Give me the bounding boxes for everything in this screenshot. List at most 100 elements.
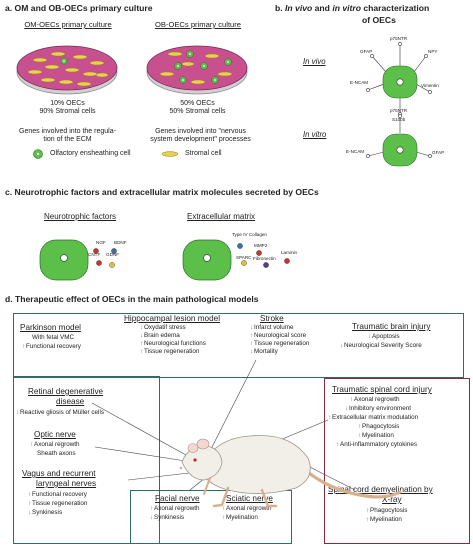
sparc-label: SPARC	[236, 255, 252, 260]
culture-dishes	[16, 45, 248, 95]
demyelination-item-1: ↑Phagocytosis	[366, 507, 408, 514]
vagus-item-3: ↓Synkinesis	[28, 509, 63, 516]
ngf-dot	[93, 248, 99, 254]
vagus-item-2: ↑Tissue regeneration	[28, 500, 88, 507]
demyelination-title-line2: X-ray	[382, 495, 402, 504]
tsci-item-4: ↑Phagocytosis	[358, 423, 400, 430]
vagus-item-1: ↑Functional recovery	[28, 491, 87, 498]
sciatic-item-2: ↑Myelination	[222, 514, 258, 521]
sciatic-title: Sciatic nerve	[226, 494, 273, 503]
stroke-item-3: ↑Tissue regeneration	[250, 340, 310, 347]
oec-marker-diagrams	[366, 42, 432, 167]
vagus-title-line2: laryngeal nerves	[36, 479, 97, 488]
tsci-item-3: ↑Extracellular matrix modulation	[328, 414, 419, 421]
ngf-label: NGF	[96, 240, 106, 245]
stromal-legend-icon	[161, 151, 179, 157]
vivo-marker-p75ntr: p75NTR	[390, 36, 408, 41]
cntf-dot	[96, 260, 102, 266]
optic-item-1: ↑Axonal regrowth	[30, 441, 80, 448]
in-vitro-oec-cell	[366, 114, 432, 167]
vivo-marker-vimentin: Vimentin	[421, 83, 439, 88]
tbi-item-2: ↓Neurological Severity Score	[340, 342, 422, 349]
section-b-title-mid: and	[312, 3, 333, 13]
sparc-dot	[241, 260, 247, 266]
in-vitro-label: In vitro	[303, 130, 327, 139]
vitro-marker-p75ntr: p75NTR	[390, 108, 408, 113]
stroke-item-1: ↓Infarct volume	[250, 324, 294, 331]
parkinson-item-2: ↑Functional recovery	[22, 343, 81, 350]
section-b-title: b. In vivo and in vitro characterization	[275, 3, 429, 13]
stroke-item-4: ↓Mortality	[250, 348, 278, 355]
ob-culture-dish	[146, 45, 248, 95]
hippocampal-item-3: ↑Neurological functions	[140, 340, 206, 347]
ob-pct-oecs: 50% OECs	[180, 100, 215, 107]
neurotrophic-oec-cell	[39, 239, 89, 281]
section-c-title: c. Neurotrophic factors and extracellula…	[5, 187, 319, 197]
mmp2-label: MMP2	[254, 243, 268, 248]
vivo-marker-npy: NPY	[428, 49, 438, 54]
facial-item-1: ↑Axonal regrowth	[150, 505, 200, 512]
section-b-title-post: characterization	[360, 3, 430, 13]
retinal-title-line1: Retinal degenerative	[28, 387, 104, 396]
hippocampal-item-2: ↓Brain edema	[140, 332, 180, 339]
section-d-title: d. Therapeutic effect of OECs in the mai…	[5, 294, 259, 304]
facial-item-2: ↓Synkinesis	[150, 514, 185, 521]
tsci-item-2: ↓Inhibitory environment	[345, 405, 411, 412]
vagus-title-line1: Vagus and recurrent	[22, 469, 96, 478]
ecm-oec-cell	[182, 239, 232, 281]
cntf-label: CNTF	[88, 252, 101, 257]
section-b-title-line2: of OECs	[362, 15, 396, 25]
laminin-label: Laminin	[281, 250, 298, 255]
stroke-title: Stroke	[260, 314, 284, 323]
om-culture-title: OM-OECs primary culture	[24, 20, 112, 29]
oec-legend-icon	[33, 149, 43, 159]
vivo-marker-s100b: S100b	[392, 117, 406, 122]
parkinson-title: Parkinson model	[20, 323, 81, 332]
gdnf-dot	[109, 262, 115, 268]
tsci-item-6: ↑Anti-inflammatory cytokines	[336, 441, 417, 448]
collagen-label: Type IV Collagen	[232, 232, 267, 237]
om-culture-dish	[16, 45, 118, 95]
gdnf-label: GDNF	[106, 252, 120, 257]
optic-item-2: Sheath axons	[37, 450, 76, 457]
ob-pct-stromal: 50% Stromal cells	[169, 108, 226, 115]
optic-title: Optic nerve	[34, 430, 76, 439]
vitro-marker-gfap: GFAP	[432, 150, 445, 155]
ob-genes-line2: system development" processes	[150, 136, 251, 143]
section-b-title-pre: b.	[275, 3, 286, 13]
tsci-item-1: ↑Axonal regrowth	[350, 396, 400, 403]
collagen-dot	[237, 243, 243, 249]
fibronectin-dot	[263, 262, 269, 268]
om-genes-line1: Genes involved into the regula-	[19, 128, 116, 135]
section-b-title-vivo: In vivo	[285, 3, 313, 13]
parkinson-item-1: With fetal VMC	[32, 334, 74, 341]
retinal-title-line2: disease	[56, 397, 85, 406]
mmp2-dot	[256, 250, 262, 256]
vitro-marker-encam: E-NCAM	[346, 149, 365, 154]
tsci-item-5: ↑Myelination	[358, 432, 394, 439]
spinal-models-box	[324, 378, 470, 544]
vivo-marker-encam: E-NCAM	[350, 80, 369, 85]
tbi-item-1: ↓Apoptosis	[368, 333, 400, 340]
bdnf-label: BDNF	[114, 240, 127, 245]
extracellular-matrix-title: Extracellular matrix	[187, 212, 256, 221]
secreted-molecules-diagram	[39, 239, 290, 281]
neurotrophic-factors-title: Neurotrophic factors	[44, 212, 117, 221]
om-pct-oecs: 10% OECs	[50, 100, 85, 107]
in-vivo-label: In vivo	[303, 57, 326, 66]
ob-genes-line1: Genes involved into "nervous	[155, 128, 246, 135]
section-b-title-vitro: in vitro	[332, 3, 361, 13]
ob-culture-title: OB-OECs primary culture	[154, 20, 242, 29]
section-a-title: a. OM and OB-OECs primary culture	[5, 3, 153, 13]
stroke-item-2: ↑Neurological score	[250, 332, 307, 339]
in-vivo-oec-cell	[366, 42, 432, 116]
retinal-item-1: ↓Reactive gliosis of Müller cells	[16, 409, 104, 416]
hippocampal-item-1: ↓Oxydatif stress	[140, 324, 186, 331]
demyelination-item-2: ↑Myelination	[366, 516, 402, 523]
stromal-legend-label: Stromal cell	[185, 150, 222, 157]
om-pct-stromal: 90% Stromal cells	[39, 108, 96, 115]
laminin-dot	[284, 258, 290, 264]
hippocampal-title: Hippocampal lesion model	[124, 314, 221, 323]
facial-title: Facial nerve	[155, 494, 200, 503]
demyelination-title-line1: Spinal cord demyelination by	[328, 485, 433, 494]
